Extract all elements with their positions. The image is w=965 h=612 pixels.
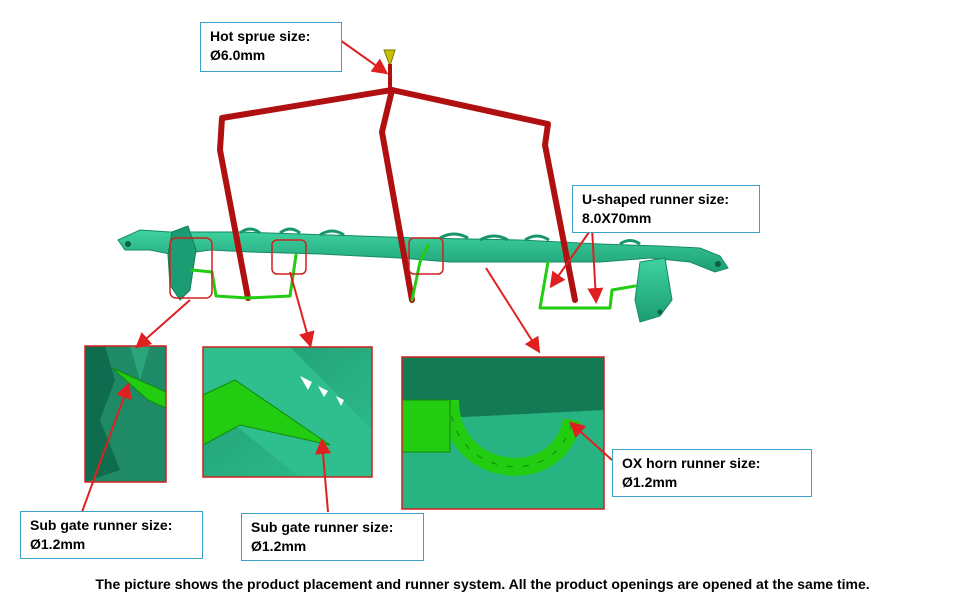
label-sub-gate-left: Sub gate runner size: Ø1.2mm bbox=[20, 511, 203, 559]
detail-panel-left bbox=[84, 345, 167, 483]
label-sub-gate-mid-value: Ø1.2mm bbox=[251, 538, 307, 554]
label-sub-gate-left-title: Sub gate runner size: bbox=[30, 517, 173, 533]
label-hot-sprue-title: Hot sprue size: bbox=[210, 28, 311, 44]
arrow-detail-mid bbox=[289, 271, 315, 348]
arrow-detail-left bbox=[135, 299, 191, 349]
label-u-runner-title: U-shaped runner size: bbox=[582, 191, 730, 207]
label-ox-horn-value: Ø1.2mm bbox=[622, 474, 678, 490]
arrow-sub-gate-mid bbox=[315, 438, 331, 513]
arrow-detail-right bbox=[485, 267, 541, 354]
hot-runner-system bbox=[217, 87, 578, 303]
highlight-mid bbox=[271, 239, 307, 275]
detail-panel-mid bbox=[202, 346, 373, 478]
hot-sprue bbox=[383, 49, 396, 90]
arrow-u-runner-1 bbox=[549, 227, 593, 289]
label-u-runner: U-shaped runner size: 8.0X70mm bbox=[572, 185, 760, 233]
arrow-ox-horn bbox=[569, 421, 613, 461]
product-part bbox=[117, 225, 729, 323]
label-hot-sprue-value: Ø6.0mm bbox=[210, 47, 266, 63]
label-sub-gate-mid-title: Sub gate runner size: bbox=[251, 519, 394, 535]
arrow-sub-gate-left bbox=[81, 382, 132, 513]
label-hot-sprue: Hot sprue size: Ø6.0mm bbox=[200, 22, 342, 72]
sub-runners bbox=[190, 243, 637, 310]
highlight-right bbox=[408, 237, 444, 275]
label-u-runner-value: 8.0X70mm bbox=[582, 210, 652, 226]
label-sub-gate-mid: Sub gate runner size: Ø1.2mm bbox=[241, 513, 424, 561]
highlight-boxes bbox=[169, 237, 444, 299]
caption: The picture shows the product placement … bbox=[95, 576, 870, 592]
label-sub-gate-left-value: Ø1.2mm bbox=[30, 536, 86, 552]
arrow-hot-sprue bbox=[339, 39, 389, 75]
detail-panel-right bbox=[401, 356, 605, 510]
callout-arrows bbox=[81, 39, 613, 513]
highlight-left bbox=[169, 237, 213, 299]
label-ox-horn-title: OX horn runner size: bbox=[622, 455, 761, 471]
arrow-u-runner-2 bbox=[587, 227, 604, 304]
label-ox-horn: OX horn runner size: Ø1.2mm bbox=[612, 449, 812, 497]
